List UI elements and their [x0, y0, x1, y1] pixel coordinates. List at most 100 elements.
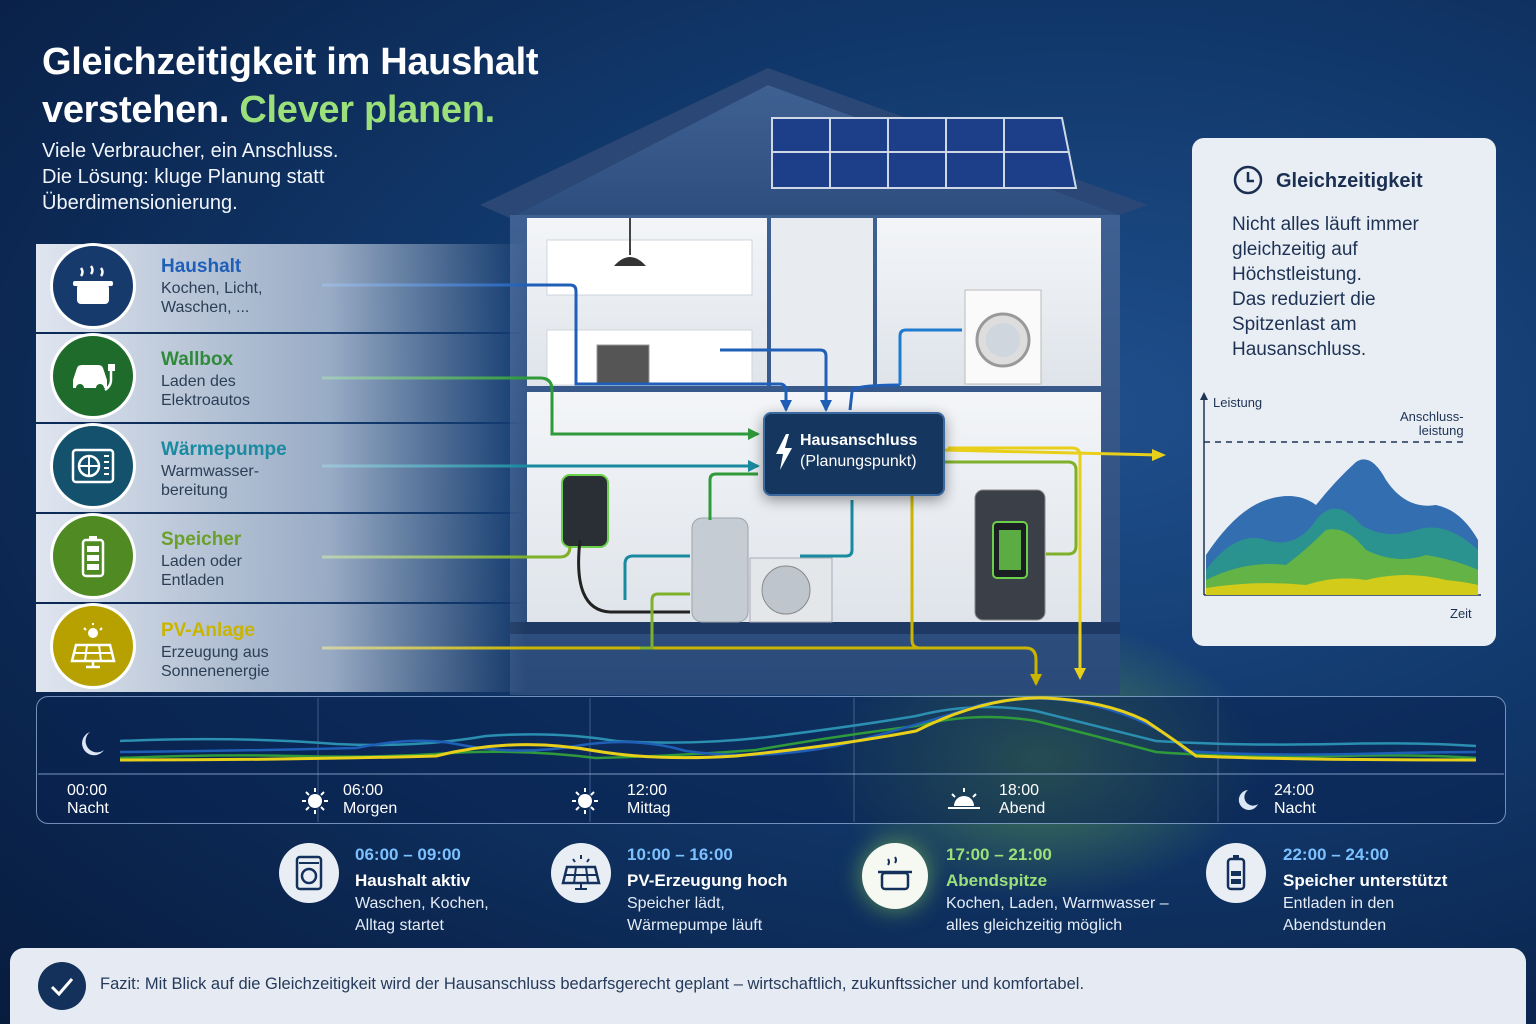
subtitle-line: Viele Verbraucher, ein Anschluss.: [42, 140, 339, 162]
flow-wallbox: [322, 376, 758, 436]
category-name: PV-Anlage: [161, 620, 255, 641]
category-desc: Warmwasser-bereitung: [161, 462, 361, 500]
phase-desc: Speicher lädt,: [627, 895, 725, 912]
sun-icon: [302, 788, 328, 814]
phase-desc: Entladen in den: [1283, 895, 1395, 912]
sun-icon: [572, 788, 598, 814]
connection-limit-label-line: leistung: [1418, 423, 1464, 438]
category-desc-line: Sonnenenergie: [161, 663, 270, 680]
timeline-time: 00:00: [67, 782, 108, 799]
flow-pv: [322, 646, 1038, 684]
solar-panel-icon: [50, 603, 136, 689]
category-desc: Kochen, Licht, Waschen, ...: [161, 279, 361, 317]
cooking-pot-icon: [862, 843, 928, 909]
car-charging-icon: [50, 333, 136, 419]
category-desc-line: Laden oder: [161, 553, 242, 570]
chart-xlabel: Zeit: [1450, 606, 1472, 621]
card-text-line: Höchstleistung.: [1232, 264, 1362, 285]
flow-haushalt: [322, 283, 788, 410]
checkmark-icon: [38, 962, 86, 1010]
phase-title: Haushalt aktiv: [355, 871, 471, 890]
oven: [596, 344, 650, 384]
hausanschluss-box: [763, 412, 945, 496]
phase-desc: alles gleichzeitig möglich: [946, 917, 1123, 934]
lightning-icon: [776, 434, 792, 470]
flow-speicher: [322, 545, 572, 559]
category-desc-line: Entladen: [161, 572, 225, 589]
timeline-curves: [38, 696, 1504, 822]
phase-desc: Waschen, Kochen,: [355, 895, 489, 912]
subtitle-line: Überdimensionierung.: [42, 192, 238, 214]
chart-ylabel: Leistung: [1213, 395, 1263, 410]
page-title: Gleichzeitigkeit im Haushalt verstehen. …: [42, 38, 539, 134]
phase-desc: Wärmepumpe läuft: [627, 917, 763, 934]
water-tank: [691, 517, 749, 623]
timeline-time: 06:00: [343, 782, 384, 799]
phase-desc: Alltag startet: [355, 917, 444, 934]
load-mountain-chart: [1200, 392, 1481, 596]
phase-title: Speicher unterstützt: [1283, 871, 1448, 890]
kitchen-cabinets: [546, 239, 753, 296]
timeline-label: Nacht: [1274, 800, 1316, 817]
connection-limit-label-line: Anschluss-: [1400, 409, 1464, 424]
fazit-bar: [10, 948, 1526, 1024]
title-verstehen: verstehen.: [42, 89, 230, 131]
fazit-text: Fazit: Mit Blick auf die Gleichzeitigkei…: [100, 975, 1085, 993]
phase-time: 17:00 – 21:00: [946, 845, 1052, 864]
card-text-line: Das reduziert die: [1232, 289, 1376, 310]
moon-icon: [82, 732, 104, 756]
connection-limit-label: Anschluss-leistung: [1400, 410, 1464, 438]
phase-item: 22:00 – 24:00 Speicher unterstützt Entla…: [1283, 845, 1447, 937]
hub-title: Hausanschluss: [800, 432, 918, 449]
card-text-line: Hausanschluss.: [1232, 339, 1367, 360]
timeline-time: 18:00: [999, 782, 1040, 799]
phase-desc: Kochen, Laden, Warmwasser –: [946, 895, 1169, 912]
phase-time: 22:00 – 24:00: [1283, 845, 1389, 864]
category-desc-line: Elektroautos: [161, 392, 250, 409]
wallbox: [561, 474, 609, 548]
timeline-label: Morgen: [343, 800, 398, 817]
category-name: Speicher: [161, 529, 242, 550]
phase-item: 06:00 – 09:00 Haushalt aktiv Waschen, Ko…: [355, 845, 489, 937]
timeline-label: Mittag: [627, 800, 671, 817]
subtitle: Viele Verbraucher, ein Anschluss. Die Lö…: [42, 138, 462, 216]
battery-icon: [1206, 843, 1266, 903]
phase-item: 10:00 – 16:00 PV-Erzeugung hoch Speicher…: [627, 845, 788, 937]
card-title: Gleichzeitigkeit: [1276, 170, 1423, 192]
roof: [480, 68, 1148, 218]
title-highlight: Clever planen.: [239, 89, 495, 131]
timeline-label: Abend: [999, 800, 1046, 817]
category-desc-line: Waschen, ...: [161, 299, 250, 316]
category-desc-line: bereitung: [161, 482, 228, 499]
washing-machine-icon: [279, 843, 339, 903]
floor-slab: [510, 622, 1120, 634]
moon-icon: [1238, 790, 1258, 810]
card-text-line: Nicht alles läuft immer: [1232, 214, 1419, 235]
category-desc-line: Laden des: [161, 373, 236, 390]
cooking-pot-icon: [50, 243, 136, 329]
timeline-label: Nacht: [67, 800, 109, 817]
clock-icon: [1233, 165, 1263, 195]
category-desc-line: Erzeugung aus: [161, 644, 269, 661]
category-desc-line: Kochen, Licht,: [161, 280, 263, 297]
card-text: Nicht alles läuft immer gleichzeitig auf…: [1232, 212, 1472, 362]
category-name: Wallbox: [161, 349, 234, 370]
heat-pump-icon: [50, 423, 136, 509]
phase-title: PV-Erzeugung hoch: [627, 871, 788, 890]
sunset-icon: [948, 788, 980, 809]
timeline-time: 12:00: [627, 782, 668, 799]
hub-subtitle: (Planungspunkt): [800, 453, 917, 470]
card-text-line: Spitzenlast am: [1232, 314, 1357, 335]
phase-item: 17:00 – 21:00 Abendspitze Kochen, Laden,…: [946, 845, 1169, 937]
timeline-time: 24:00: [1274, 782, 1315, 799]
subtitle-line: Die Lösung: kluge Planung statt: [42, 166, 325, 188]
category-name: Haushalt: [161, 256, 242, 277]
category-name: Wärmepumpe: [161, 439, 287, 460]
